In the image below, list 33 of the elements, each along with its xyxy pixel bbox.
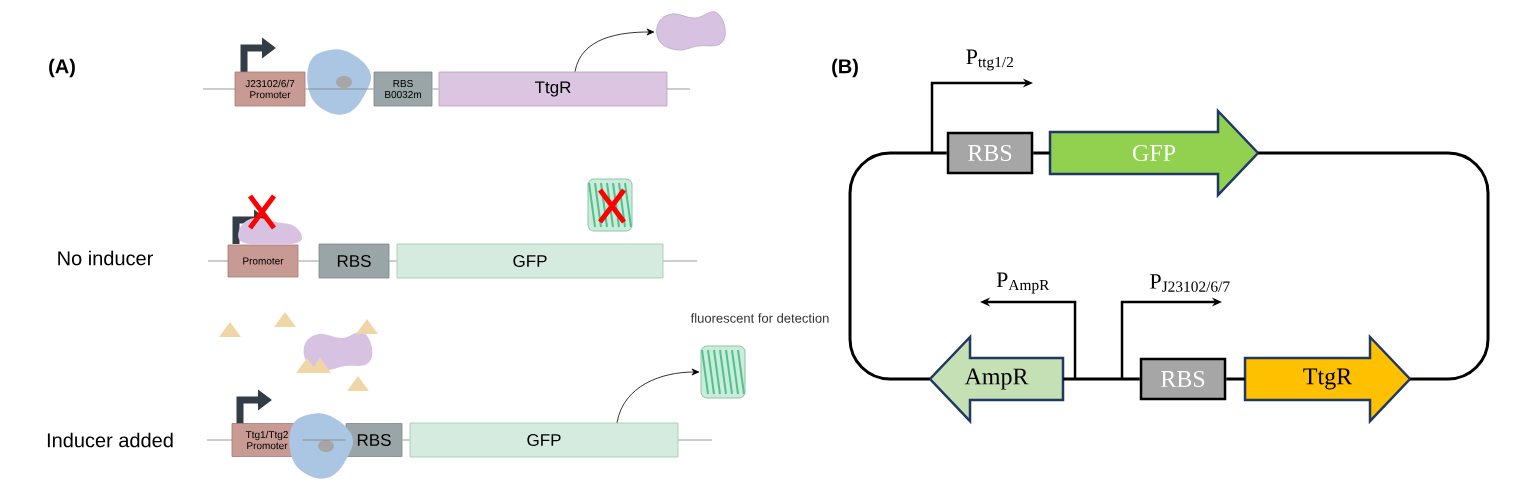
gene-box: GFP — [409, 422, 679, 458]
panel-label: (A) — [49, 58, 75, 78]
panel-label: (B) — [832, 58, 858, 78]
protein-drawing — [700, 345, 746, 399]
row-label: Inducer added — [47, 432, 173, 448]
dna-line — [432, 88, 439, 90]
rbs-box: RBS — [946, 131, 1034, 175]
promoter-label: P$_{AmpR}$ — [996, 272, 1050, 294]
backbone-line — [1226, 377, 1245, 381]
protein-drawing — [656, 11, 726, 51]
curved-arrow — [574, 28, 655, 72]
dna-line — [402, 439, 410, 441]
promoter-label: P$_{ttg1/2}$ — [966, 49, 1013, 71]
gene-box: GFP — [396, 243, 664, 279]
dna-line — [389, 260, 397, 262]
rbs-box: RBS — [1139, 357, 1227, 401]
dna-line — [302, 439, 346, 441]
gene-box: RBS — [318, 243, 390, 279]
dna-line — [298, 260, 319, 262]
gene-box: TtgR — [438, 71, 668, 107]
dna-line — [305, 88, 374, 90]
caption-text: fluorescent for detection — [690, 313, 829, 323]
gene-box: Promoter — [227, 244, 299, 278]
backbone-line — [848, 151, 947, 381]
gene-box: RBS — [345, 423, 403, 457]
curved-arrow — [616, 368, 700, 423]
row-label: No inducer — [58, 250, 153, 266]
backbone-line — [1063, 377, 1140, 381]
gene-box: RBS B0032m — [373, 71, 433, 107]
promoter-label: P$_{J23102/6/7}$ — [1150, 274, 1230, 292]
backbone-line — [1258, 151, 1490, 381]
backbone-line — [1033, 151, 1050, 155]
gene-box: J23102/6/7 Promoter — [234, 71, 306, 107]
